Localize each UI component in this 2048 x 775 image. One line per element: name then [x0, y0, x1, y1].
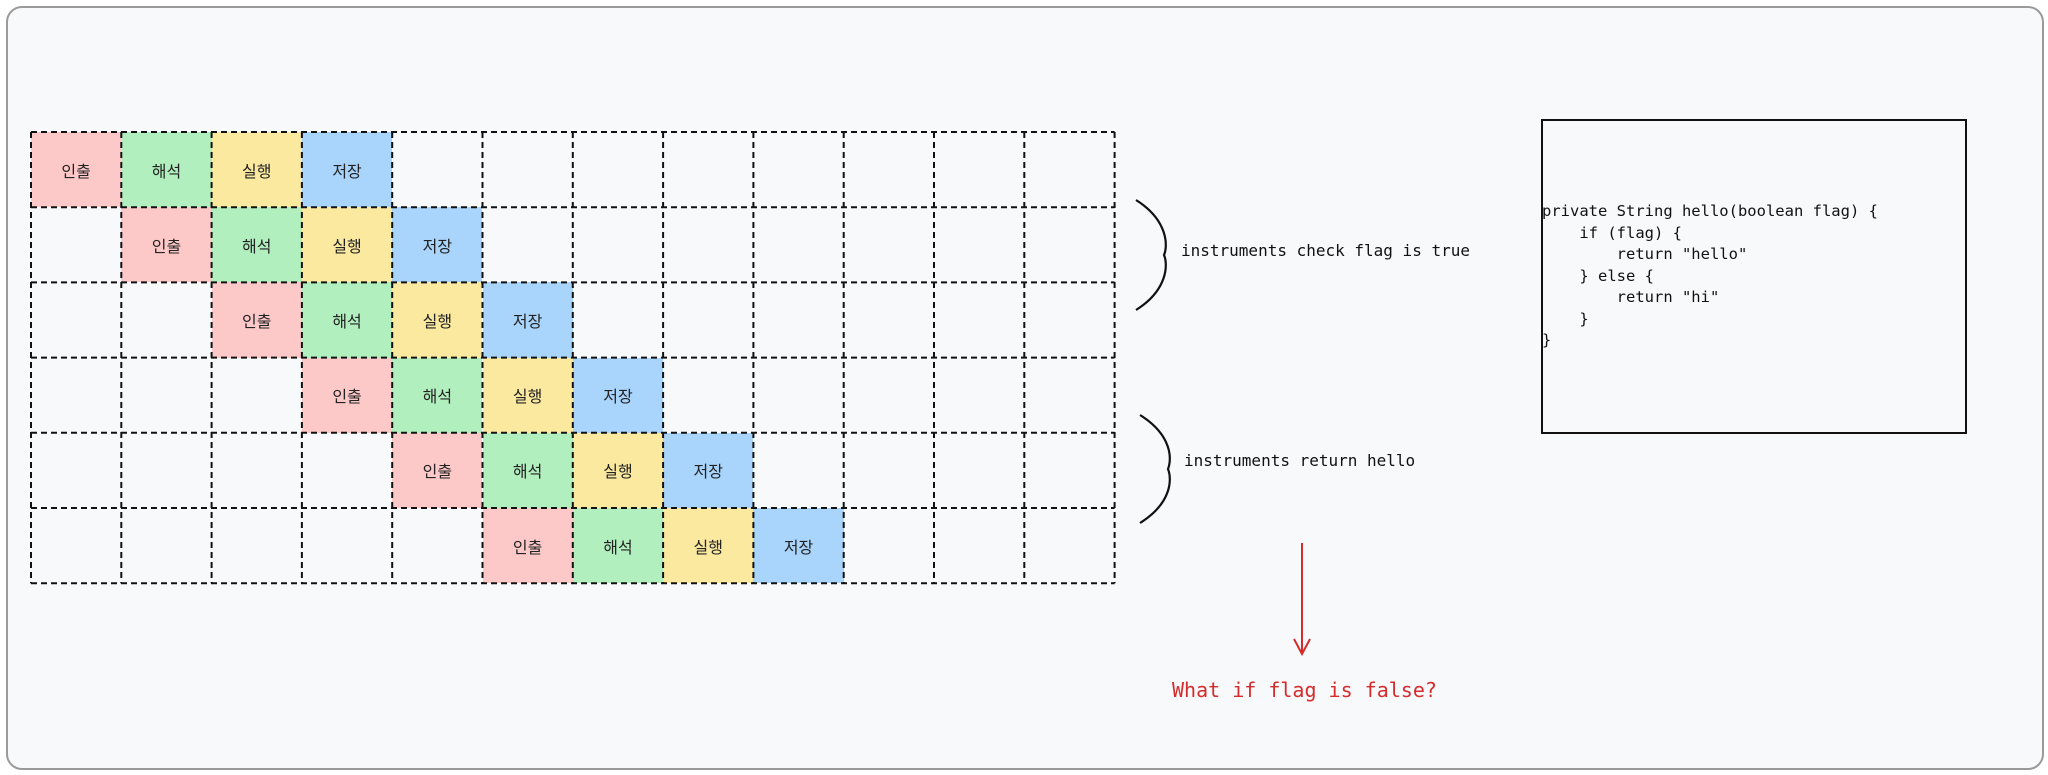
- question-text: What if flag is false?: [1172, 678, 1437, 702]
- stage-cell: 인출: [301, 357, 393, 433]
- code-box: [1541, 119, 1967, 434]
- stage-cell: 저장: [482, 282, 573, 358]
- down-arrow-icon: [1293, 543, 1311, 657]
- brace-return-hello: [1139, 414, 1171, 524]
- stage-cell: 실행: [301, 207, 393, 283]
- stage-cell: 저장: [392, 207, 483, 283]
- stage-cell: 저장: [663, 432, 754, 508]
- stage-cell: 해석: [572, 508, 664, 584]
- code-snippet: private String hello(boolean flag) { if …: [1542, 201, 1878, 352]
- code-line: return "hi": [1542, 288, 1720, 306]
- stage-cell: 저장: [301, 132, 393, 208]
- brace-check-flag: [1135, 199, 1167, 311]
- stage-cell: 해석: [121, 132, 212, 208]
- code-line: }: [1542, 309, 1589, 328]
- stage-cell: 해석: [482, 432, 573, 508]
- grid-lines: [30, 131, 1116, 585]
- stage-cell: 해석: [211, 207, 302, 283]
- stage-cell: 저장: [572, 357, 664, 433]
- code-line: return "hello": [1542, 245, 1748, 263]
- stage-cell: 인출: [482, 508, 573, 584]
- stage-cell: 인출: [392, 432, 483, 508]
- code-line: private String hello(boolean flag) {: [1542, 202, 1878, 220]
- code-line: if (flag) {: [1542, 223, 1682, 242]
- stage-cell: 실행: [663, 508, 754, 584]
- stage-cell: 실행: [482, 357, 573, 433]
- stage-cell: 인출: [31, 132, 122, 208]
- stage-cell: 인출: [121, 207, 212, 283]
- stage-cell: 실행: [392, 282, 483, 358]
- stage-cell: 실행: [211, 132, 302, 208]
- annotation-return-hello: instruments return hello: [1184, 451, 1416, 470]
- stage-cell: 저장: [753, 508, 844, 584]
- stage-cell: 해석: [301, 282, 393, 358]
- code-line: } else {: [1542, 266, 1654, 285]
- stage-cell: 해석: [392, 357, 483, 433]
- code-line: }: [1542, 331, 1552, 349]
- stage-cell: 실행: [572, 432, 664, 508]
- stage-cell: 인출: [211, 282, 302, 358]
- annotation-check-flag: instruments check flag is true: [1181, 241, 1470, 260]
